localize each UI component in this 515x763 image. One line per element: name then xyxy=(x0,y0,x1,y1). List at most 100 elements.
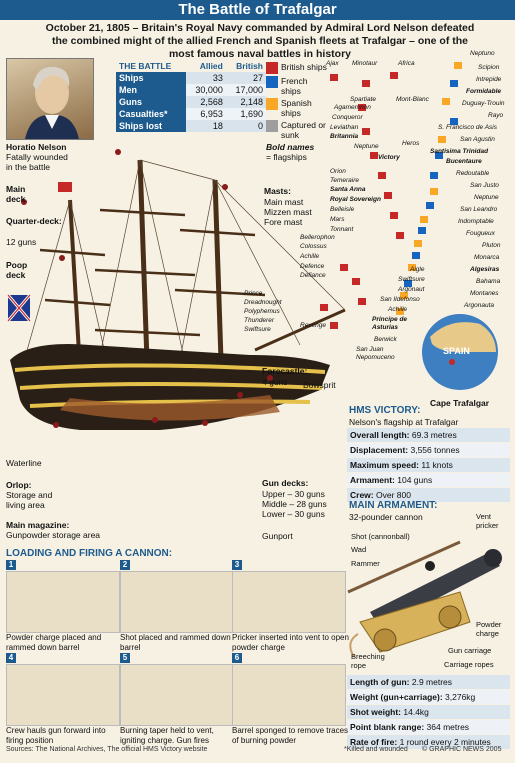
intro-text: October 21, 1805 – Britain's Royal Navy … xyxy=(45,22,475,60)
mizzen-mast-label: Mizzen mast xyxy=(264,207,312,217)
legend-bold-note: Bold names xyxy=(266,142,315,152)
ship-name: Santa Anna xyxy=(330,186,366,193)
rammer-label: Rammer xyxy=(351,559,380,568)
row-label: Ships xyxy=(116,72,186,84)
step-illustration xyxy=(232,664,346,726)
ship-name: Defence xyxy=(300,263,325,270)
stat-value: 2.9 metres xyxy=(411,677,453,687)
upper-deck-label: Upper – 30 guns xyxy=(262,489,325,499)
row-label: Casualties* xyxy=(116,108,186,120)
carriage-ropes-label: Carriage ropes xyxy=(444,660,494,669)
ship-name: Pluton xyxy=(482,242,501,249)
stat-value: 14.4kg xyxy=(403,707,429,717)
stat-value: 3,276kg xyxy=(445,692,476,702)
stat-row: Point blank range: 364 metres xyxy=(347,720,510,734)
poop-deck-label: Poop deck xyxy=(6,260,28,280)
battle-table: THE BATTLE Allied British Ships 33 27 Me… xyxy=(116,60,266,132)
ship-name: Thunderer xyxy=(244,317,274,324)
loading-step: 2 Shot placed and rammed down barrel xyxy=(120,560,238,653)
magazine-label: Main magazine: xyxy=(6,520,70,530)
step-caption: Crew hauls gun forward into firing posit… xyxy=(6,726,106,745)
stat-label: Crew: xyxy=(350,490,374,500)
stat-value: 11 knots xyxy=(421,460,453,470)
ship-name: Scipion xyxy=(478,64,500,71)
ship-name: Indomptable xyxy=(458,218,494,225)
step-number: 2 xyxy=(120,560,130,570)
ship-name: Bellerophon xyxy=(300,234,335,241)
stat-value: 364 metres xyxy=(426,722,470,732)
ship-name: Neptune xyxy=(354,143,379,150)
ship-name: Ajax xyxy=(326,60,339,67)
ship-name: Swiftsure xyxy=(398,276,425,283)
stat-row: Armament: 104 guns xyxy=(347,473,510,487)
stat-label: Weight (gun+carriage): xyxy=(350,692,443,702)
gun-carriage-label: Gun carriage xyxy=(448,646,492,655)
ship-name: Monarca xyxy=(474,254,500,261)
page-title: The Battle of Trafalgar xyxy=(0,0,515,20)
map-cape-label: Cape Trafalgar xyxy=(430,398,490,408)
step-number: 6 xyxy=(232,653,242,663)
step-number: 3 xyxy=(232,560,242,570)
stat-value: 69.3 metres xyxy=(411,430,457,440)
ship-name: Argonaut xyxy=(398,286,425,293)
ship-name: San Leandro xyxy=(460,206,498,213)
victory-heading: HMS VICTORY: xyxy=(349,405,421,416)
stat-label: Length of gun: xyxy=(350,677,410,687)
orlop-label: Orlop: xyxy=(6,480,32,490)
ship-name: Temeraire xyxy=(330,177,360,184)
ship-name: Dreadnought xyxy=(244,299,282,306)
stat-row: Crew: Over 800 xyxy=(347,488,510,502)
lower-deck-label: Lower – 30 guns xyxy=(262,509,325,519)
ship-name: Aigle xyxy=(410,266,425,273)
ship-name: Royal Sovereign xyxy=(330,196,381,203)
british-ship-icon xyxy=(266,62,278,74)
ship-name: Conqueror xyxy=(332,114,363,121)
powder-charge-label: Powder charge xyxy=(476,620,502,638)
legend-captured: Captured or sunk xyxy=(281,120,326,140)
breeching-rope-label: Breeching rope xyxy=(351,652,385,670)
loading-step: 1 Powder charge placed and rammed down b… xyxy=(6,560,124,653)
footer-note: *Killed and wounded xyxy=(344,746,408,753)
stat-row: Shot weight: 14.4kg xyxy=(347,705,510,719)
footer-credit: © GRAPHIC NEWS 2005 xyxy=(422,746,502,753)
battle-map xyxy=(320,62,498,390)
armament-stats: Length of gun: 2.9 metres Weight (gun+ca… xyxy=(347,675,510,750)
legend-spanish: Spanish ships xyxy=(281,98,312,118)
ship-name: Principe de Asturias xyxy=(372,316,408,331)
masts-label: Masts: xyxy=(264,186,291,196)
loading-step: 5 Burning taper held to vent, igniting c… xyxy=(120,653,238,746)
fore-mast-label: Fore mast xyxy=(264,217,303,227)
shot-label: Shot (cannonball) xyxy=(351,532,410,541)
table-row: Casualties* 6,953 1,690 xyxy=(116,108,266,120)
ship-name: Colossus xyxy=(300,243,327,250)
french-ship-icon xyxy=(266,76,278,88)
bowsprit-label: Bowsprit xyxy=(303,380,336,390)
stat-row: Overall length: 69.3 metres xyxy=(347,428,510,442)
ship-name: Revenge xyxy=(300,322,327,329)
ship-name: Mars xyxy=(330,216,345,223)
ship-name: Bahama xyxy=(476,278,501,285)
stat-label: Displacement: xyxy=(350,445,409,455)
allied-value: 6,953 xyxy=(185,108,226,120)
ship-name: Rayo xyxy=(488,112,504,119)
ship-name: Polyphemus xyxy=(244,308,280,315)
nelson-label: Horatio Nelson xyxy=(6,142,67,152)
ship-name: Argonauta xyxy=(464,302,494,309)
stat-row: Maximum speed: 11 knots xyxy=(347,458,510,472)
ship-name: Prince xyxy=(244,290,263,297)
main-mast-label: Main mast xyxy=(264,197,304,207)
footer-sources: Sources: The National Archives, The offi… xyxy=(6,746,208,753)
loading-step: 6 Barrel sponged to remove traces of bur… xyxy=(232,653,350,746)
step-illustration xyxy=(6,664,120,726)
quarterdeck-label: Quarter-deck: xyxy=(6,216,62,226)
ship-name: Victory xyxy=(378,154,400,161)
hms-victory-illustration xyxy=(6,149,346,430)
ship-name: Santisima Trinidad xyxy=(430,148,489,155)
ship-name: Tonnant xyxy=(330,226,354,233)
ship-name: Intrepide xyxy=(476,76,502,83)
forecastle-label: Forecastle: xyxy=(262,366,308,376)
fleet-legend: British ships French ships Spanish ships… xyxy=(266,62,328,162)
ship-name: Neptune xyxy=(474,194,499,201)
ship-name: Africa xyxy=(398,60,415,67)
nelson-note: Fatally wounded in the battle xyxy=(6,152,68,172)
